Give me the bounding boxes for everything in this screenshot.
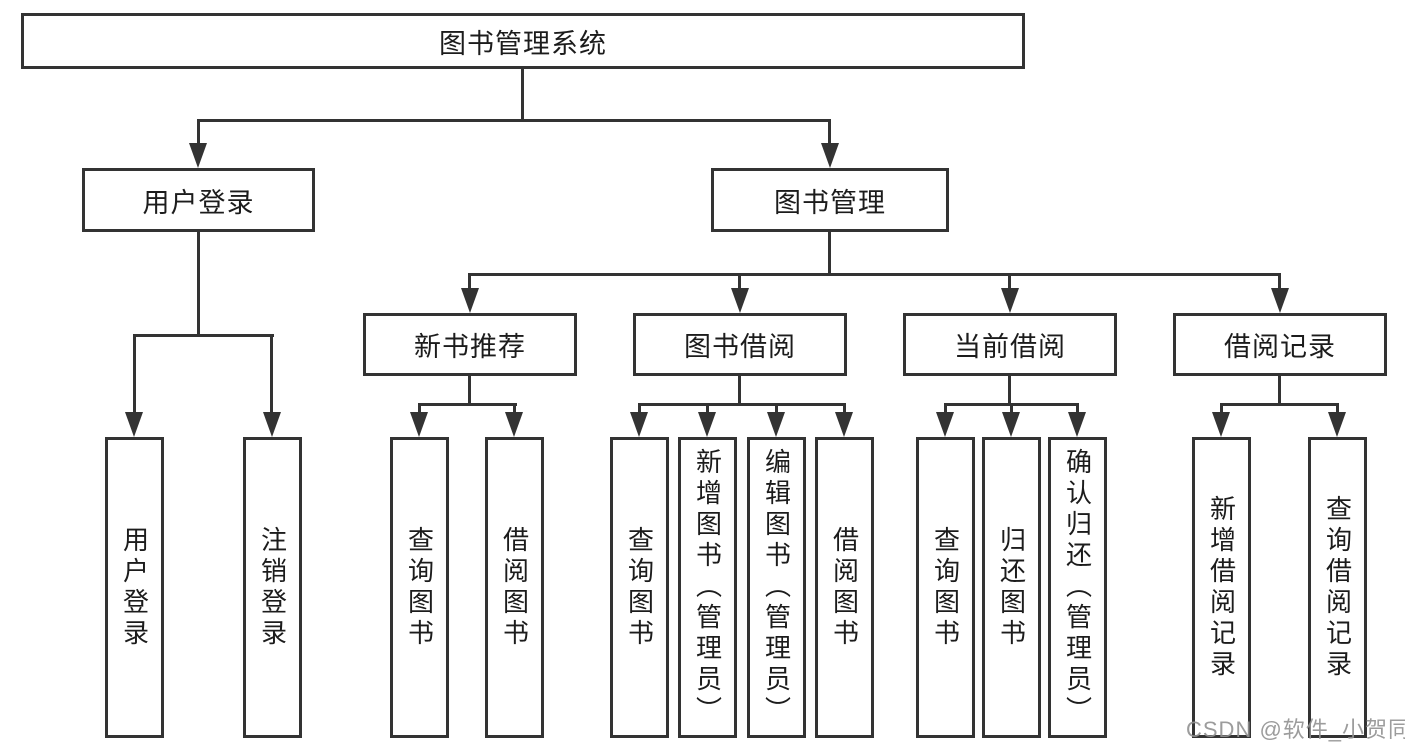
node-new-book-recommend: 新书推荐 — [363, 313, 577, 376]
connector-line — [828, 232, 831, 275]
leaf-recommend-query-books: 查询图书 — [390, 437, 449, 738]
arrow-down-icon — [630, 412, 648, 437]
leaf-borrowing-borrow-books-label: 借阅图书 — [829, 525, 860, 650]
node-user-login-label: 用户登录 — [142, 187, 255, 218]
leaf-user-login-label: 用户登录 — [119, 525, 150, 650]
arrow-down-icon — [731, 288, 749, 313]
connector-line — [197, 232, 200, 336]
connector-line — [1076, 403, 1079, 414]
leaf-current-confirm-return-admin: 确认归还（管理员） — [1048, 437, 1107, 738]
connector-line — [843, 403, 846, 414]
leaf-borrowing-edit-books-admin: 编辑图书（管理员） — [747, 437, 806, 738]
connector-line — [513, 403, 516, 414]
connector-line — [944, 403, 947, 414]
connector-line — [1278, 273, 1281, 291]
connector-line — [468, 273, 1281, 276]
arrow-down-icon — [125, 412, 143, 437]
arrow-down-icon — [1212, 412, 1230, 437]
leaf-recommend-query-books-label: 查询图书 — [404, 525, 435, 650]
arrow-down-icon — [1271, 288, 1289, 313]
connector-line — [1008, 273, 1011, 291]
leaf-records-query-record: 查询借阅记录 — [1308, 437, 1367, 738]
leaf-records-query-record-label: 查询借阅记录 — [1322, 494, 1353, 681]
node-book-management-label: 图书管理 — [774, 187, 886, 218]
leaf-current-confirm-return-admin-label: 确认归还（管理员） — [1062, 448, 1093, 727]
leaf-current-query-books-label: 查询图书 — [930, 525, 961, 650]
arrow-down-icon — [505, 412, 523, 437]
leaf-current-return-books-label: 归还图书 — [996, 525, 1027, 650]
connector-line — [775, 403, 778, 414]
watermark: CSDN @软件_小贺同学 — [1186, 717, 1405, 742]
leaf-records-add-record-label: 新增借阅记录 — [1206, 494, 1237, 681]
leaf-user-login: 用户登录 — [105, 437, 164, 738]
arrow-down-icon — [1328, 412, 1346, 437]
arrow-down-icon — [189, 143, 207, 168]
connector-line — [706, 403, 709, 414]
leaf-logout: 注销登录 — [243, 437, 302, 738]
leaf-logout-label: 注销登录 — [257, 525, 288, 650]
connector-line — [133, 334, 274, 337]
node-book-borrowing-label: 图书借阅 — [684, 332, 796, 362]
node-user-login: 用户登录 — [82, 168, 315, 232]
node-current-borrowing-label: 当前借阅 — [954, 332, 1066, 362]
connector-line — [1220, 403, 1339, 406]
connector-line — [828, 119, 831, 146]
connector-line — [638, 403, 846, 406]
connector-line — [738, 376, 741, 406]
connector-line — [418, 403, 517, 406]
connector-line — [133, 334, 136, 414]
connector-line — [521, 69, 524, 121]
arrow-down-icon — [698, 412, 716, 437]
node-new-book-recommend-label: 新书推荐 — [414, 332, 526, 362]
leaf-recommend-borrow-books-label: 借阅图书 — [499, 525, 530, 650]
connector-line — [468, 273, 471, 291]
connector-line — [1336, 403, 1339, 414]
arrow-down-icon — [1001, 288, 1019, 313]
connector-line — [1008, 376, 1011, 406]
leaf-borrowing-add-books-admin: 新增图书（管理员） — [678, 437, 737, 738]
arrow-down-icon — [461, 288, 479, 313]
arrow-down-icon — [410, 412, 428, 437]
connector-line — [1220, 403, 1223, 414]
connector-line — [197, 119, 831, 122]
leaf-current-query-books: 查询图书 — [916, 437, 975, 738]
node-book-borrowing: 图书借阅 — [633, 313, 847, 376]
node-current-borrowing: 当前借阅 — [903, 313, 1117, 376]
leaf-current-return-books: 归还图书 — [982, 437, 1041, 738]
connector-line — [270, 334, 273, 414]
arrow-down-icon — [835, 412, 853, 437]
arrow-down-icon — [767, 412, 785, 437]
leaf-borrowing-query-books-label: 查询图书 — [624, 525, 655, 650]
node-root-label: 图书管理系统 — [439, 28, 607, 59]
connector-line — [197, 119, 200, 146]
arrow-down-icon — [1068, 412, 1086, 437]
leaf-borrowing-edit-books-admin-label: 编辑图书（管理员） — [761, 448, 792, 727]
node-root: 图书管理系统 — [21, 13, 1025, 69]
arrow-down-icon — [936, 412, 954, 437]
connector-line — [738, 273, 741, 291]
connector-line — [1010, 403, 1013, 414]
leaf-borrowing-query-books: 查询图书 — [610, 437, 669, 738]
connector-line — [418, 403, 421, 414]
arrow-down-icon — [821, 143, 839, 168]
leaf-records-add-record: 新增借阅记录 — [1192, 437, 1251, 738]
leaf-borrowing-borrow-books: 借阅图书 — [815, 437, 874, 738]
node-book-management: 图书管理 — [711, 168, 949, 232]
node-borrowing-records: 借阅记录 — [1173, 313, 1387, 376]
connector-line — [638, 403, 641, 414]
arrow-down-icon — [263, 412, 281, 437]
node-borrowing-records-label: 借阅记录 — [1224, 332, 1336, 362]
connector-line — [1278, 376, 1281, 406]
arrow-down-icon — [1002, 412, 1020, 437]
connector-line — [468, 376, 471, 406]
leaf-borrowing-add-books-admin-label: 新增图书（管理员） — [692, 448, 723, 727]
leaf-recommend-borrow-books: 借阅图书 — [485, 437, 544, 738]
